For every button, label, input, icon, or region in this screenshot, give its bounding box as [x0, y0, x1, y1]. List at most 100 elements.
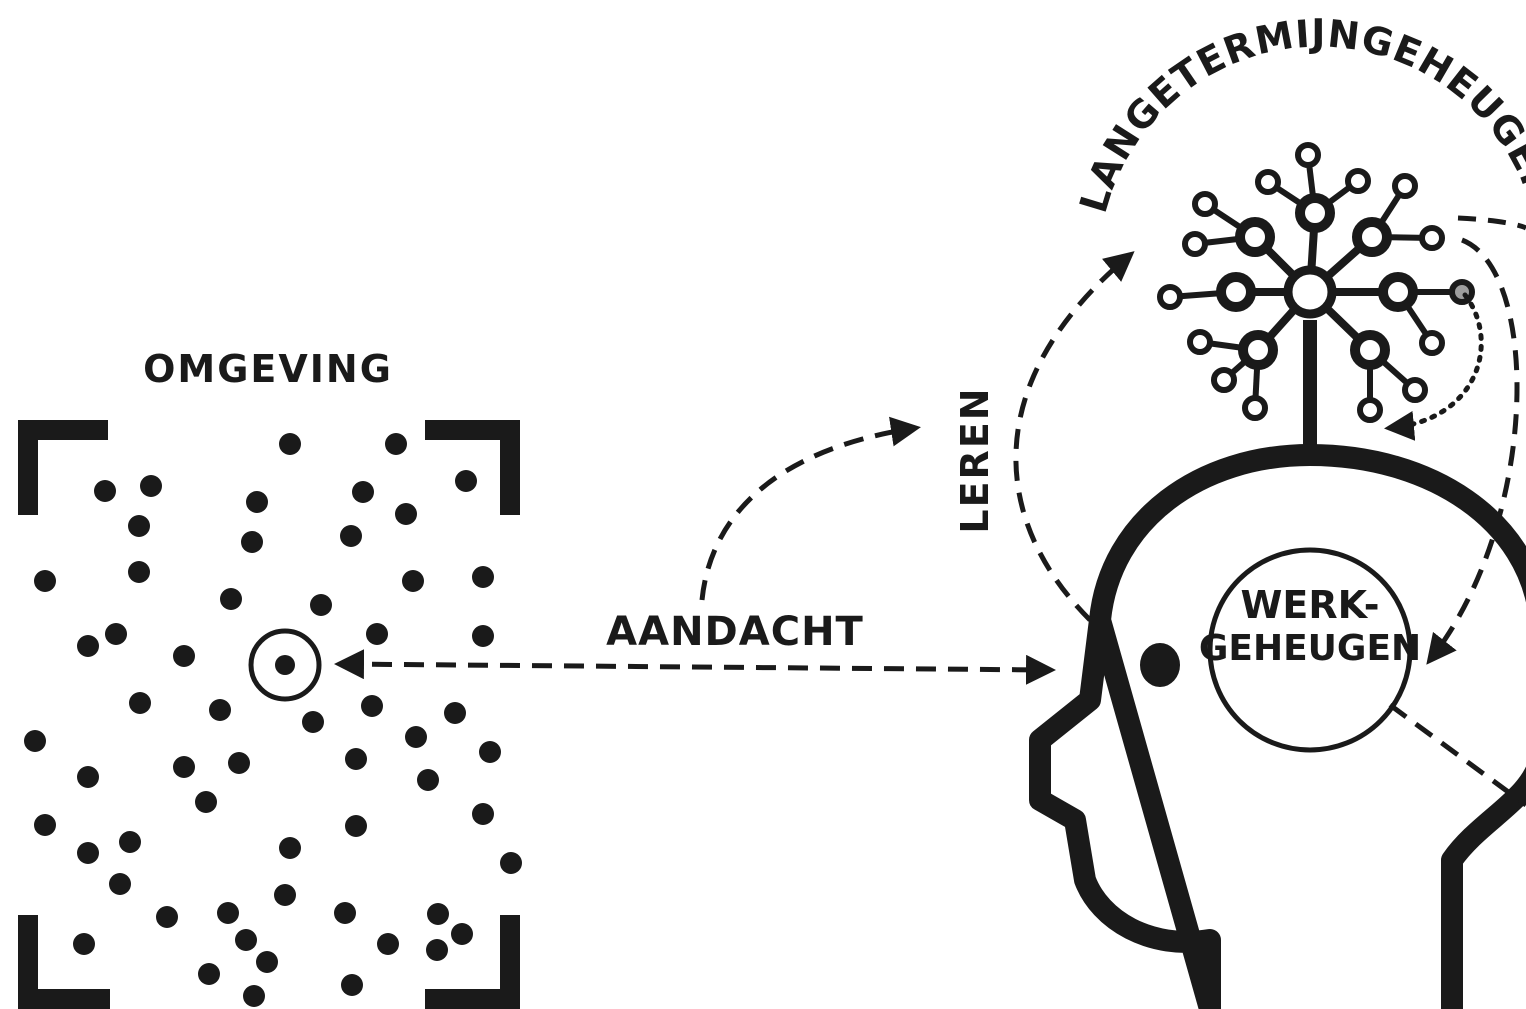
- environment-dot: [246, 491, 268, 513]
- attention-flow: AANDACHT: [334, 416, 1056, 685]
- environment-dot: [345, 748, 367, 770]
- environment-dot: [472, 625, 494, 647]
- network-leaf-node: [1157, 284, 1183, 310]
- environment-dot: [274, 884, 296, 906]
- network-stem: [1303, 320, 1317, 450]
- environment-dot: [377, 933, 399, 955]
- network-leaf-node: [1392, 173, 1418, 199]
- environment-frame: [18, 420, 520, 1009]
- environment-dot: [34, 814, 56, 836]
- network-leaf-node: [1255, 169, 1281, 195]
- eye-icon: [1140, 643, 1180, 687]
- environment-dot: [119, 831, 141, 853]
- environment-dot: [279, 837, 301, 859]
- environment-dot: [228, 752, 250, 774]
- head-profile-icon: [1029, 444, 1526, 1009]
- environment-dot: [209, 699, 231, 721]
- environment-dot: [334, 902, 356, 924]
- environment-dot: [24, 730, 46, 752]
- environment-dots: [24, 433, 522, 1007]
- network-leaf-node: [1192, 191, 1218, 217]
- network-node: [1235, 217, 1275, 257]
- environment-dot: [451, 923, 473, 945]
- neural-network-icon: [1157, 142, 1475, 423]
- learning-flow: LEREN: [953, 251, 1135, 622]
- environment-dot: [198, 963, 220, 985]
- network-leaf-node: [1402, 377, 1428, 403]
- environment-dot: [302, 711, 324, 733]
- environment-dot: [417, 769, 439, 791]
- environment-dot: [77, 766, 99, 788]
- environment-dot: [402, 570, 424, 592]
- environment-dot: [340, 525, 362, 547]
- environment-dot: [256, 951, 278, 973]
- environment-dot: [173, 756, 195, 778]
- network-leaf-node: [1187, 329, 1213, 355]
- environment-dot: [279, 433, 301, 455]
- environment-dot: [405, 726, 427, 748]
- network-node: [1350, 330, 1390, 370]
- environment-dot: [73, 933, 95, 955]
- environment-dot: [352, 481, 374, 503]
- environment-dot: [77, 842, 99, 864]
- environment-dot: [217, 902, 239, 924]
- environment-dot: [361, 695, 383, 717]
- environment-dot: [109, 873, 131, 895]
- environment-dot: [341, 974, 363, 996]
- network-active-node: [1449, 279, 1475, 305]
- environment-dot: [243, 985, 265, 1007]
- long-term-memory: LANGETERMIJNGEHEUGEN: [1071, 11, 1526, 808]
- environment-dot: [77, 635, 99, 657]
- environment-dot: [105, 623, 127, 645]
- environment-dot: [235, 929, 257, 951]
- network-leaf-node: [1419, 225, 1445, 251]
- environment-dot: [444, 702, 466, 724]
- environment-dot: [128, 515, 150, 537]
- environment-dot: [385, 433, 407, 455]
- network-hub-node: [1283, 265, 1337, 319]
- network-leaf-node: [1295, 142, 1321, 168]
- environment-panel: OMGEVING: [18, 347, 522, 1009]
- network-leaf-node: [1242, 395, 1268, 421]
- environment-dot: [455, 470, 477, 492]
- attention-to-learning-arrow: [699, 416, 921, 601]
- environment-dot: [220, 588, 242, 610]
- retrieval-arrow: [1384, 292, 1484, 441]
- retrieval-arrow-to-working-memory: [1426, 237, 1520, 665]
- network-leaf-node: [1345, 168, 1371, 194]
- environment-dot: [500, 852, 522, 874]
- environment-dot: [94, 480, 116, 502]
- working-memory: WERK- GEHEUGEN: [1199, 547, 1421, 753]
- environment-dot: [366, 623, 388, 645]
- environment-dot: [173, 645, 195, 667]
- environment-dot: [140, 475, 162, 497]
- environment-dot: [34, 570, 56, 592]
- environment-dot: [128, 561, 150, 583]
- environment-dot: [427, 903, 449, 925]
- environment-dot: [479, 741, 501, 763]
- network-node: [1295, 193, 1335, 233]
- network-node: [1216, 272, 1256, 312]
- environment-dot: [129, 692, 151, 714]
- focus-target-icon: [248, 628, 322, 702]
- environment-dot: [310, 594, 332, 616]
- network-leaf-node: [1182, 231, 1208, 257]
- network-leaf-node: [1357, 397, 1383, 423]
- environment-dot: [195, 791, 217, 813]
- network-node: [1352, 217, 1392, 257]
- environment-dot: [345, 815, 367, 837]
- environment-dot: [241, 531, 263, 553]
- network-leaf-node: [1211, 367, 1237, 393]
- working-memory-label-line1: WERK-: [1240, 583, 1379, 627]
- long-term-memory-label: LANGETERMIJNGEHEUGEN: [1071, 11, 1526, 217]
- environment-label: OMGEVING: [143, 347, 393, 391]
- network-leaf-node: [1419, 330, 1445, 356]
- forgetting-arrow: [1388, 702, 1526, 808]
- network-node: [1378, 272, 1418, 312]
- learning-arrow: [1013, 251, 1135, 622]
- working-memory-label-line2: GEHEUGEN: [1199, 628, 1421, 669]
- attention-label: AANDACHT: [606, 609, 864, 655]
- attention-arrow: [334, 649, 1056, 685]
- environment-dot: [395, 503, 417, 525]
